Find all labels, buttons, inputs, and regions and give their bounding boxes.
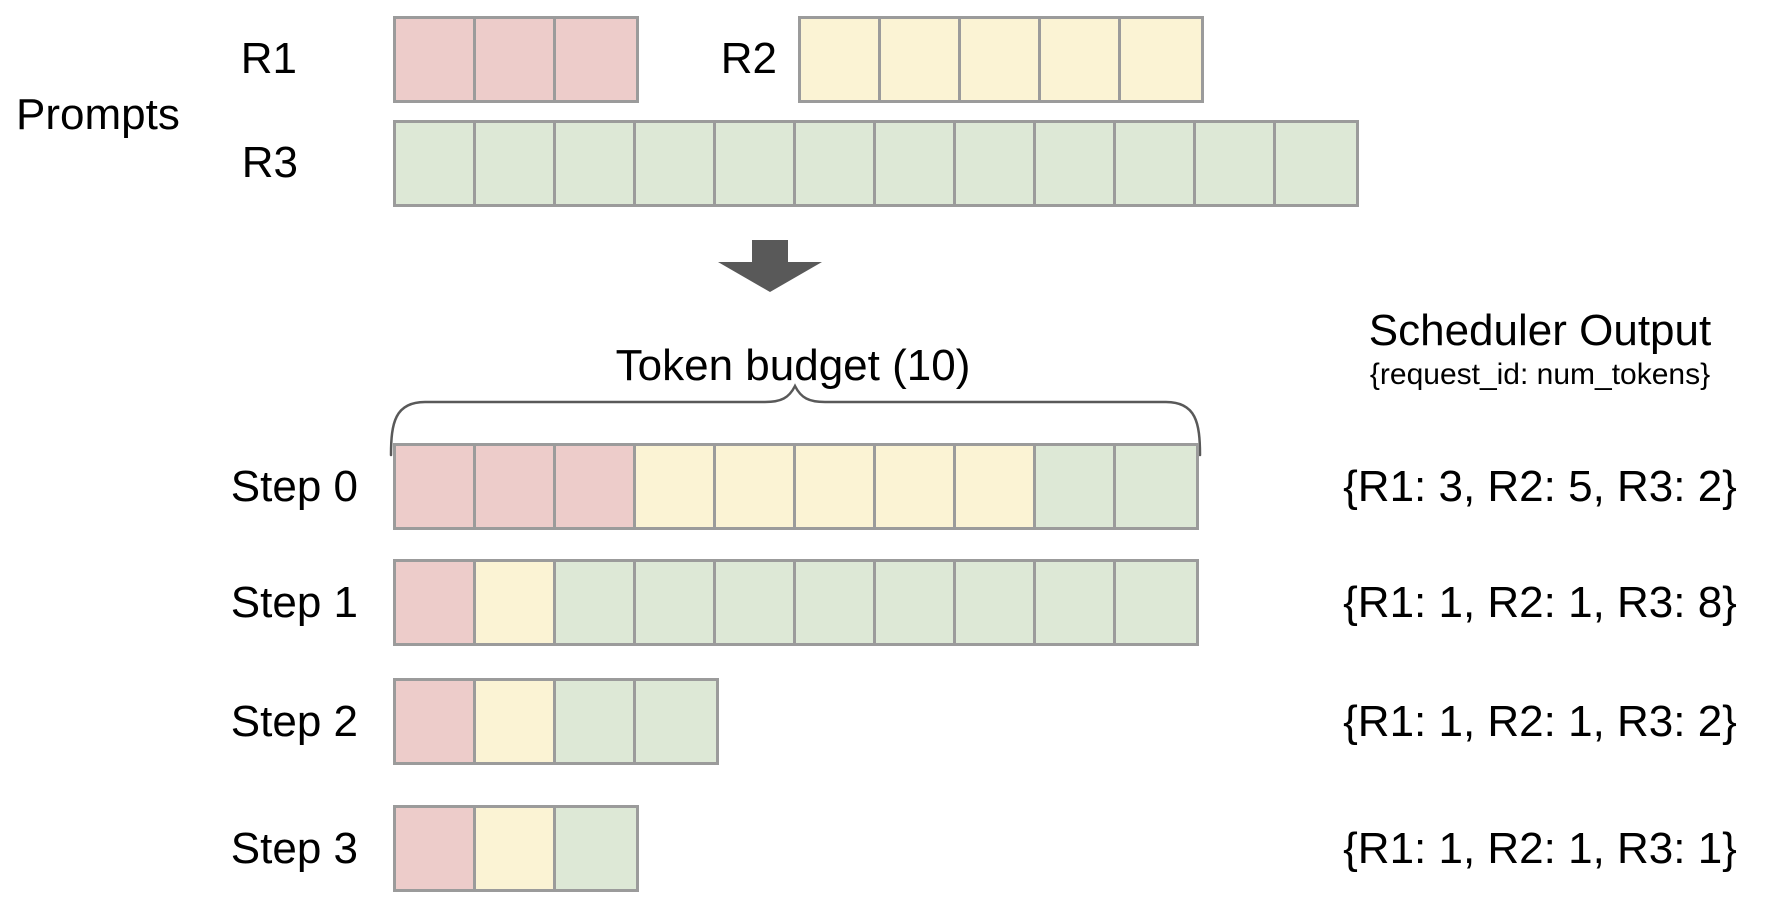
token-cell-r3 [876,123,956,204]
token-cell-r3 [636,681,716,762]
step-2-scheduler-output: {R1: 1, R2: 1, R3: 2} [1343,697,1737,746]
token-cell-r3 [556,808,636,889]
token-cell-r2 [1041,19,1121,100]
step-2-tokens-row [393,678,719,765]
token-cell-r1 [396,562,476,643]
step-0-label: Step 0 [230,462,358,511]
token-cell-r2 [636,446,716,527]
token-cell-r3 [636,562,716,643]
step-0-tokens-row [393,443,1199,530]
token-cell-r1 [476,446,556,527]
token-budget-brace-path [389,383,1202,457]
token-cell-r3 [476,123,556,204]
step-1-tokens-row [393,559,1199,646]
token-cell-r2 [881,19,961,100]
request-r3-label: R3 [241,138,298,187]
token-cell-r3 [1116,123,1196,204]
token-cell-r1 [396,808,476,889]
token-cell-r1 [396,446,476,527]
token-cell-r2 [476,808,556,889]
step-1-scheduler-output: {R1: 1, R2: 1, R3: 8} [1343,578,1737,627]
down-arrow-shape [718,240,822,292]
token-budget-label: Token budget (10) [615,341,971,390]
step-2-label: Step 2 [230,697,358,746]
token-cell-r2 [796,446,876,527]
token-cell-r2 [716,446,796,527]
token-cell-r3 [1036,562,1116,643]
step-0-scheduler-output: {R1: 3, R2: 5, R3: 2} [1343,462,1737,511]
token-cell-r3 [956,562,1036,643]
token-cell-r2 [801,19,881,100]
request-r1-tokens-row [393,16,639,103]
token-cell-r2 [476,562,556,643]
token-cell-r1 [396,681,476,762]
request-r2-tokens-row [798,16,1204,103]
prompts-section-label: Prompts [16,90,180,139]
request-r2-label: R2 [720,34,777,83]
step-1-label: Step 1 [230,578,358,627]
token-cell-r3 [956,123,1036,204]
token-cell-r3 [716,123,796,204]
token-cell-r3 [716,562,796,643]
token-cell-r3 [556,123,636,204]
token-cell-r3 [396,123,476,204]
token-cell-r3 [636,123,716,204]
token-cell-r3 [1196,123,1276,204]
token-cell-r1 [556,19,636,100]
token-cell-r1 [476,19,556,100]
request-r1-label: R1 [240,34,297,83]
token-cell-r3 [796,562,876,643]
token-cell-r1 [396,19,476,100]
token-cell-r3 [1036,446,1116,527]
token-budget-brace [389,383,1202,457]
token-cell-r3 [1116,562,1196,643]
step-3-label: Step 3 [230,824,358,873]
token-cell-r2 [876,446,956,527]
token-cell-r2 [956,446,1036,527]
step-3-tokens-row [393,805,639,892]
token-cell-r3 [556,562,636,643]
down-arrow-icon [718,240,822,292]
request-r3-tokens-row [393,120,1359,207]
token-cell-r2 [476,681,556,762]
token-cell-r3 [556,681,636,762]
token-cell-r3 [1036,123,1116,204]
token-cell-r3 [796,123,876,204]
token-cell-r3 [1116,446,1196,527]
token-cell-r3 [1276,123,1356,204]
token-cell-r2 [1121,19,1201,100]
scheduler-output-subtitle: {request_id: num_tokens} [1369,358,1711,391]
token-cell-r3 [876,562,956,643]
step-3-scheduler-output: {R1: 1, R2: 1, R3: 1} [1343,824,1737,873]
token-cell-r1 [556,446,636,527]
token-cell-r2 [961,19,1041,100]
scheduler-output-title: Scheduler Output [1368,306,1712,355]
